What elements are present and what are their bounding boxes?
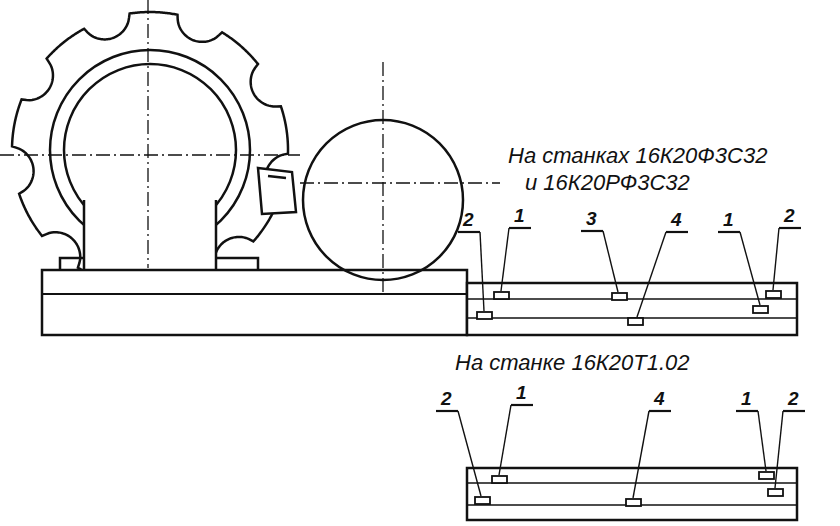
- guide-rail: [467, 283, 797, 335]
- callout-underline: [436, 410, 458, 412]
- wedge-pad: [768, 489, 783, 496]
- wedge-pad: [759, 472, 774, 479]
- bed-line: [42, 293, 467, 295]
- machine-bed: [42, 270, 467, 335]
- callout-underline: [666, 231, 688, 233]
- caption-text: и 16К20РФ3С32: [525, 172, 690, 194]
- wedge-pad: [766, 291, 781, 298]
- callout-number: 2: [784, 206, 795, 225]
- leader-line: [480, 232, 484, 311]
- callout-underline: [736, 410, 758, 412]
- callout-underline: [783, 410, 805, 412]
- callout-underline: [581, 230, 603, 232]
- wedge-pad: [753, 306, 768, 313]
- center-line: [147, 0, 148, 268]
- center-line: [0, 154, 300, 155]
- caption-text: На станке 16К20Т1.02: [455, 352, 690, 374]
- tool-tab: [258, 168, 296, 214]
- callout-number: 1: [741, 389, 752, 408]
- callout-underline: [718, 231, 740, 233]
- callout-number: 1: [723, 210, 734, 229]
- gear-wheel: [12, 12, 288, 286]
- leader-line: [501, 228, 509, 291]
- callout-number: 2: [441, 389, 452, 408]
- center-line: [300, 182, 500, 183]
- wedge-pad: [628, 318, 643, 325]
- leader-line: [499, 405, 511, 475]
- leader-line: [773, 228, 779, 290]
- leader-line: [758, 411, 766, 471]
- leader-line: [775, 411, 783, 488]
- leader-line: [637, 232, 666, 317]
- post-outline: [60, 200, 258, 270]
- wedge-pad: [492, 476, 507, 483]
- callout-number: 1: [514, 206, 525, 225]
- caption-text: На станках 16К20Ф3С32: [508, 145, 767, 167]
- callout-underline: [779, 227, 801, 229]
- wedge-pad: [494, 292, 509, 299]
- wedge-pad: [626, 499, 641, 506]
- rail-line: [467, 298, 797, 300]
- callout-underline: [509, 227, 531, 229]
- callout-underline: [458, 231, 480, 233]
- wedge-pad: [612, 293, 627, 300]
- leader-line: [740, 232, 760, 305]
- wedge-pad: [475, 497, 490, 504]
- leader-line: [633, 411, 649, 498]
- rail-line: [467, 482, 797, 484]
- post-fill: [84, 178, 216, 270]
- wedge-pad: [477, 312, 492, 319]
- center-line: [382, 62, 383, 295]
- callout-number: 2: [463, 210, 474, 229]
- callout-underline: [511, 404, 533, 406]
- guide-rail: [467, 468, 797, 520]
- callout-number: 4: [654, 389, 665, 408]
- leader-line: [458, 411, 481, 496]
- callout-number: 4: [671, 210, 682, 229]
- callout-number: 1: [516, 383, 527, 402]
- callout-number: 2: [788, 389, 799, 408]
- callout-number: 3: [586, 209, 597, 228]
- leader-line: [603, 231, 618, 292]
- callout-underline: [649, 410, 671, 412]
